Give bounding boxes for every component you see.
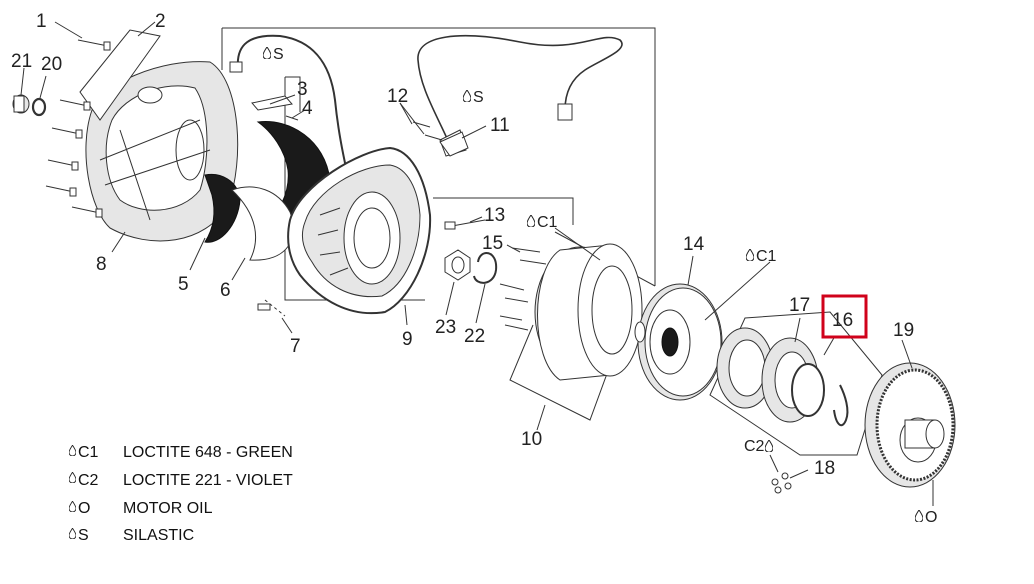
engine-cover [85, 61, 239, 242]
stator-gasket [287, 146, 432, 315]
legend-row-o: O MOTOR OIL [69, 500, 213, 517]
cover-bolts [45, 39, 111, 218]
legend: C1 LOCTITE 648 - GREEN C2 LOCTITE 221 - … [69, 444, 293, 544]
starter-gear [864, 362, 956, 488]
code-s-sensor: S [473, 89, 484, 106]
legend-text: LOCTITE 221 - VIOLET [123, 472, 293, 489]
sensor-and-bolts [412, 121, 469, 157]
nuts-18 [771, 472, 792, 494]
clip-and-screw [251, 95, 299, 121]
legend-text: LOCTITE 648 - GREEN [123, 444, 293, 461]
callout-17: 17 [789, 295, 810, 316]
flywheel-flange [634, 283, 723, 401]
highlight-box-16 [821, 294, 868, 339]
callout-21: 21 [11, 51, 32, 72]
callout-14: 14 [683, 234, 705, 255]
callout-5: 5 [178, 274, 189, 295]
code-s-wire: S [273, 46, 284, 63]
callout-8: 8 [96, 254, 107, 275]
callout-19: 19 [893, 320, 914, 341]
callout-labels: 1 2 3 4 5 6 7 8 9 10 11 12 13 14 15 16 1… [11, 11, 914, 479]
code-c1-flange: C1 [756, 248, 777, 265]
callout-10: 10 [521, 429, 542, 450]
rotor-bolts [444, 219, 547, 331]
callout-1: 1 [36, 11, 47, 32]
screw-7 [257, 299, 286, 317]
callout-7: 7 [290, 336, 301, 357]
callout-22: 22 [464, 326, 485, 347]
callout-4: 4 [302, 98, 313, 119]
group-box-freewheel [709, 311, 883, 456]
callout-11: 11 [490, 115, 510, 136]
legend-code: C1 [78, 444, 99, 461]
callout-6: 6 [220, 280, 231, 301]
callout-2: 2 [155, 11, 166, 32]
inline-codes: S S C1 C1 C2 O [263, 46, 937, 526]
code-o-gear: O [925, 509, 937, 526]
legend-text: MOTOR OIL [123, 500, 213, 517]
callout-12: 12 [387, 86, 408, 107]
nut-and-washer [444, 249, 498, 284]
rotor [534, 243, 643, 381]
code-c1-rotor: C1 [537, 214, 558, 231]
legend-row-c2: C2 LOCTITE 221 - VIOLET [69, 472, 293, 489]
leader-lines [20, 21, 934, 506]
legend-code: C2 [78, 472, 99, 489]
callout-18: 18 [814, 458, 835, 479]
callout-3: 3 [297, 79, 308, 100]
freewheel-assembly [716, 327, 849, 427]
callout-23: 23 [435, 317, 456, 338]
callout-9: 9 [402, 329, 413, 350]
callout-15: 15 [482, 233, 503, 254]
callout-13: 13 [484, 205, 505, 226]
cover-plate [79, 29, 161, 121]
legend-code: O [78, 500, 90, 517]
legend-text: SILASTIC [123, 527, 194, 544]
legend-row-s: S SILASTIC [69, 527, 194, 544]
callout-20: 20 [41, 54, 62, 75]
code-c2-nuts: C2 [744, 438, 765, 455]
legend-row-c1: C1 LOCTITE 648 - GREEN [69, 444, 293, 461]
legend-code: S [78, 527, 89, 544]
callout-16: 16 [832, 310, 853, 331]
